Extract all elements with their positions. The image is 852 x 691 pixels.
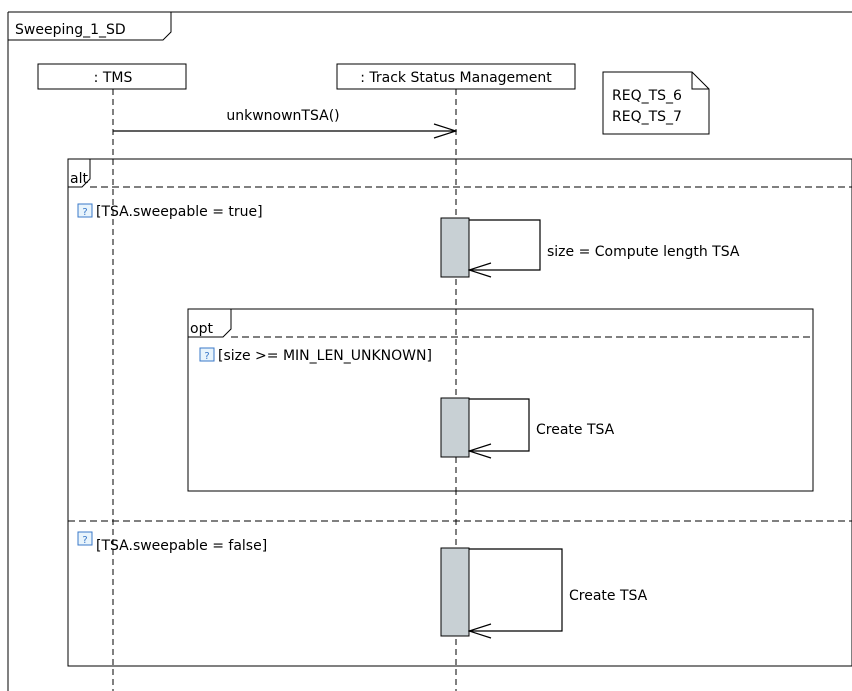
self-arrow-2[interactable] — [469, 398, 530, 451]
opt-fragment[interactable]: opt ? [size >= MIN_LEN_UNKNOWN] Create T… — [187, 308, 814, 492]
message-unknown-tsa[interactable]: unkwnownTSA() — [113, 108, 456, 131]
self-arrow-3[interactable] — [469, 548, 563, 631]
guard-2[interactable]: ? [TSA.sweepable = false] — [77, 531, 267, 554]
note-line-1: REQ_TS_6 — [612, 88, 682, 104]
guard-1-label: [TSA.sweepable = true] — [96, 204, 263, 220]
self-message-2[interactable]: Create TSA — [440, 397, 615, 458]
self-message-1[interactable]: size = Compute length TSA — [440, 217, 740, 278]
message-label: unkwnownTSA() — [226, 108, 339, 124]
help-icon[interactable] — [199, 347, 215, 362]
lifeline-tsm-head[interactable] — [336, 63, 576, 90]
alt-fragment[interactable]: alt ? [TSA.sweepable = true] size = Comp… — [67, 158, 852, 667]
opt-keyword: opt — [190, 321, 213, 337]
opt-guard[interactable]: ? [size >= MIN_LEN_UNKNOWN] — [199, 347, 432, 364]
self-message-2-label: Create TSA — [536, 422, 615, 438]
note-line-2: REQ_TS_7 — [612, 109, 682, 125]
help-icon[interactable] — [77, 531, 93, 546]
alt-keyword: alt — [70, 171, 88, 187]
lifeline-tms-head[interactable] — [37, 63, 187, 90]
activation-1 — [440, 217, 470, 278]
guard-2-label: [TSA.sweepable = false] — [96, 538, 267, 554]
activation-2 — [440, 397, 470, 458]
self-message-1-label: size = Compute length TSA — [547, 244, 740, 260]
opt-frame — [187, 308, 814, 492]
help-icon[interactable] — [77, 203, 93, 218]
opt-guard-label: [size >= MIN_LEN_UNKNOWN] — [218, 348, 432, 364]
self-message-3[interactable]: Create TSA — [440, 547, 648, 637]
help-icon-glyph: ? — [204, 351, 209, 362]
frame-title: Sweeping_1_SD — [15, 22, 126, 38]
help-icon-glyph: ? — [82, 207, 87, 218]
sd-frame: Sweeping_1_SD — [7, 11, 852, 691]
lifeline-tsm-label: : Track Status Management — [360, 70, 552, 86]
self-arrow-1[interactable] — [469, 219, 541, 270]
alt-frame — [67, 158, 852, 667]
requirements-note[interactable]: REQ_TS_6 REQ_TS_7 — [602, 71, 710, 135]
guard-1[interactable]: ? [TSA.sweepable = true] — [77, 203, 263, 220]
self-message-3-label: Create TSA — [569, 588, 648, 604]
lifeline-tms[interactable]: : TMS — [37, 63, 187, 691]
activation-3 — [440, 547, 470, 637]
help-icon-glyph: ? — [82, 535, 87, 546]
lifeline-tms-label: : TMS — [94, 70, 133, 86]
